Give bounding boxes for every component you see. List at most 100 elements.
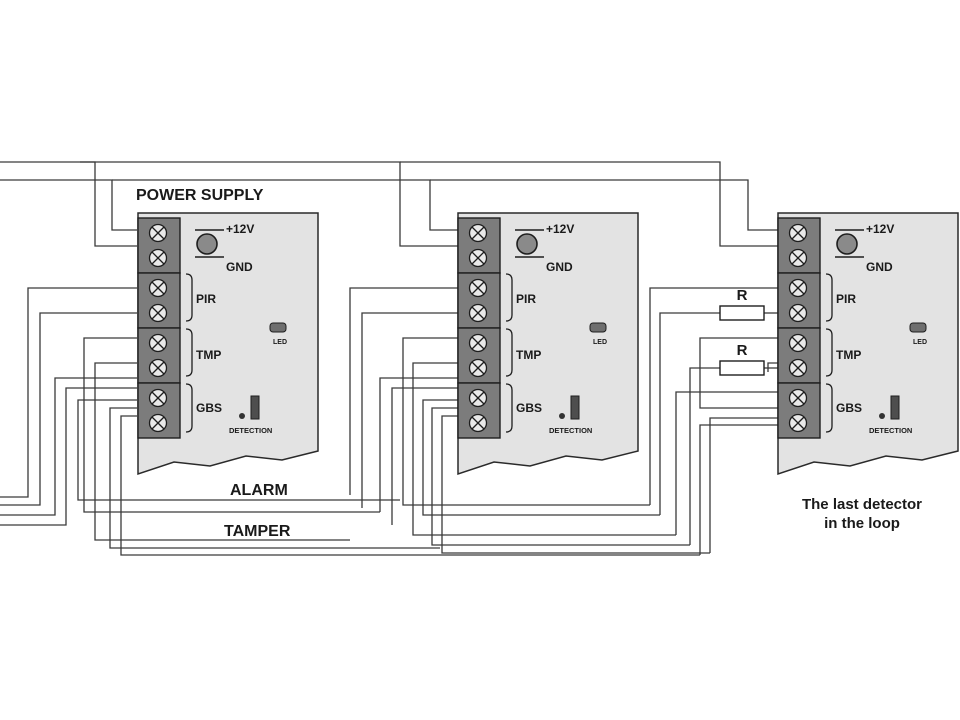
screw-slot — [471, 416, 485, 430]
link-wire-d2-gbs-d — [441, 415, 710, 554]
led-icon — [269, 322, 287, 333]
wiring — [0, 161, 778, 556]
resistor-1-label: R — [737, 287, 748, 304]
link-wire-d3-gbs-d — [699, 424, 778, 555]
screw-slot — [151, 416, 165, 430]
terminal-bracket — [505, 328, 513, 377]
resistor-2-label: R — [737, 342, 748, 359]
tamper-wire-d2-b — [391, 387, 458, 525]
power-indicator-icon — [516, 233, 538, 255]
power-wire-gnd-1 — [0, 179, 137, 231]
terminal-bracket — [185, 383, 193, 433]
screw-slot — [791, 361, 805, 375]
screw-slot — [471, 391, 485, 405]
detector-label-pir: PIR — [516, 292, 536, 306]
screw-slot — [471, 306, 485, 320]
detector-label-v12: +12V — [546, 222, 574, 236]
power-wire-12v-2 — [80, 161, 458, 247]
power-wire-gnd-3 — [430, 179, 778, 231]
resistor-1-body — [719, 305, 765, 321]
detector-label-led: LED — [593, 339, 607, 346]
detector-label-gnd: GND — [226, 260, 253, 274]
detector-label-led: LED — [273, 339, 287, 346]
link-wire-d1-gbs-c — [109, 407, 440, 549]
alarm-wire-d2-b — [361, 312, 458, 508]
terminal-bracket — [825, 383, 833, 433]
power-supply-label: POWER SUPPLY — [136, 187, 264, 204]
screw-slot — [151, 336, 165, 350]
detection-dot-icon — [239, 413, 245, 419]
link-wire-d3-pir-tmp — [699, 337, 778, 409]
detector-boards: +12V GND PIR TMP GBS LED DETECTION +12V GND PIR TM… — [137, 212, 959, 476]
alarm-wire-d1-b — [0, 312, 137, 506]
screw-slot — [151, 361, 165, 375]
board-outline — [457, 212, 639, 476]
tamper-wire-d2-a — [379, 377, 458, 512]
resistor-1: R — [719, 287, 765, 321]
tamper-label: TAMPER — [224, 523, 291, 540]
last-detector-caption-line1: The last detector — [802, 496, 922, 513]
detection-sensor-icon — [890, 395, 900, 420]
detection-dot-icon — [879, 413, 885, 419]
link-wire-d1-gbs-b — [77, 399, 400, 501]
detector-3-last: +12V GND PIR TMP GBS LED DETECTION — [777, 212, 959, 476]
last-detector-caption-line2: in the loop — [824, 515, 900, 532]
screw-slot — [791, 281, 805, 295]
tamper-wire-d1-a — [0, 377, 137, 516]
link-wire-d2-gbs-b — [422, 399, 660, 516]
power-wire-gnd-2 — [112, 179, 458, 231]
terminal-bracket — [825, 273, 833, 322]
screw-slot — [471, 361, 485, 375]
power-indicator-icon — [196, 233, 218, 255]
detector-label-tmp: TMP — [516, 348, 541, 362]
board-outline — [777, 212, 959, 476]
screw-slot — [471, 251, 485, 265]
screw-slot — [151, 226, 165, 240]
detector-label-tmp: TMP — [836, 348, 861, 362]
link-wire-d1-pir-tmp — [83, 337, 380, 513]
alarm-wire-d1-a — [0, 287, 137, 498]
link-wire-d2-tmp-gbs — [412, 362, 676, 536]
detector-label-detection: DETECTION — [229, 426, 272, 435]
screw-slot — [151, 391, 165, 405]
screw-slot — [151, 281, 165, 295]
detector-label-gnd: GND — [546, 260, 573, 274]
detector-label-gbs: GBS — [196, 401, 222, 415]
screw-slot — [791, 306, 805, 320]
detection-dot-icon — [559, 413, 565, 419]
detection-sensor-icon — [570, 395, 580, 420]
power-wire-12v-3 — [400, 161, 778, 247]
board-outline — [137, 212, 319, 476]
detector-label-led: LED — [913, 339, 927, 346]
tamper-wire-d3-b — [689, 367, 720, 545]
detector-label-pir: PIR — [196, 292, 216, 306]
detector-label-pir: PIR — [836, 292, 856, 306]
detector-label-v12: +12V — [866, 222, 894, 236]
terminal-bracket — [505, 383, 513, 433]
screw-slot — [151, 306, 165, 320]
link-wire-d2-pir-tmp — [402, 337, 650, 506]
link-wire-d2-gbs-c — [431, 407, 690, 546]
screw-slot — [791, 251, 805, 265]
screw-slot — [471, 226, 485, 240]
detector-label-gnd: GND — [866, 260, 893, 274]
detector-label-v12: +12V — [226, 222, 254, 236]
tamper-wire-d1-b — [0, 387, 137, 526]
terminal-bracket — [825, 328, 833, 377]
tamper-wire-d3-a — [675, 391, 778, 535]
terminal-bracket — [185, 328, 193, 377]
power-indicator-icon — [836, 233, 858, 255]
led-icon — [589, 322, 607, 333]
resistor-2: R — [719, 342, 765, 376]
detection-sensor-icon — [250, 395, 260, 420]
screw-slot — [151, 251, 165, 265]
link-wire-d3-gbs-c — [709, 417, 778, 553]
detector-label-detection: DETECTION — [869, 426, 912, 435]
link-wire-d3-tmp-gbs — [767, 362, 778, 372]
detector-label-gbs: GBS — [516, 401, 542, 415]
detector-label-gbs: GBS — [836, 401, 862, 415]
screw-slot — [471, 281, 485, 295]
